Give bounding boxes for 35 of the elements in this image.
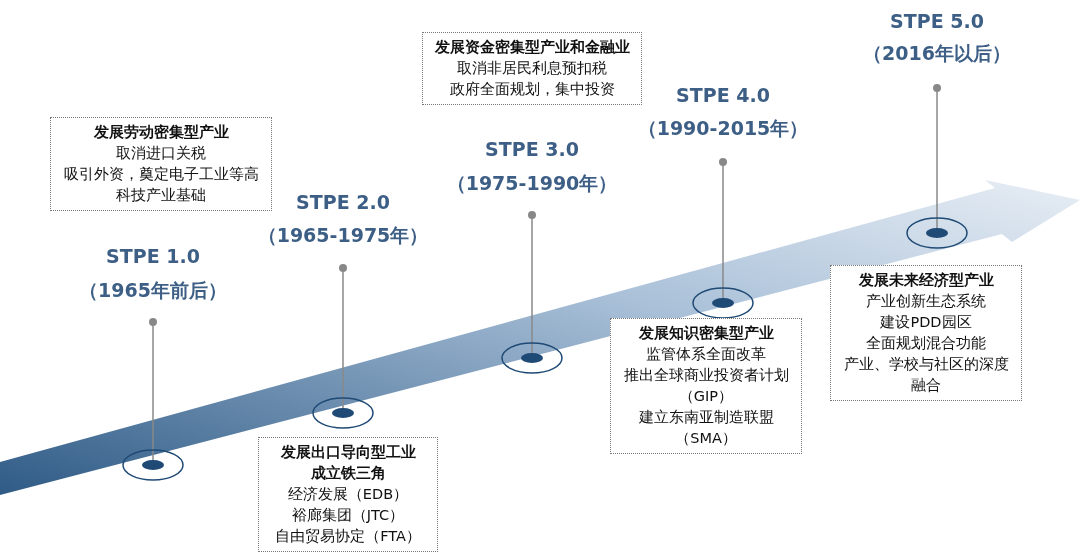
box-text: 政府全面规划，集中投资	[448, 80, 616, 99]
text-box	[830, 265, 1022, 401]
box-text: 吸引外资，奠定电子工业等高科技产业基础	[62, 165, 260, 205]
box-text: 产业、学校与社区的深度融合	[842, 355, 1010, 395]
box-text: 建设PDD园区	[879, 313, 973, 332]
box-heading: 发展知识密集型产业	[637, 324, 775, 343]
text-box	[422, 32, 642, 105]
stage-period: （2016年以后）	[863, 41, 1011, 66]
stage-title: STPE 3.0	[485, 138, 579, 160]
box-heading: 发展资金密集型产业和金融业	[433, 38, 631, 57]
text-box	[610, 318, 802, 454]
text-box	[258, 437, 438, 552]
stage-period: （1965年前后）	[79, 278, 227, 303]
stage-period: （1965-1975年）	[257, 223, 429, 248]
stage-title: STPE 4.0	[676, 84, 770, 106]
box-text: 建立东南亚制造联盟（SMA）	[637, 408, 775, 448]
stage-title: STPE 1.0	[106, 245, 200, 267]
box-heading: 发展出口导向型工业	[279, 443, 417, 462]
box-text: 经济发展（EDB）	[286, 485, 410, 504]
stage-period: （1975-1990年）	[446, 171, 618, 196]
box-heading: 发展劳动密集型产业	[92, 123, 230, 142]
box-text: 裕廊集团（JTC）	[290, 506, 406, 525]
box-heading: 发展未来经济型产业	[857, 271, 995, 290]
box-heading: 成立铁三角	[309, 464, 387, 483]
stage-title: STPE 5.0	[890, 10, 984, 32]
box-text: 产业创新生态系统	[865, 292, 987, 311]
box-text: 全面规划混合功能	[865, 334, 987, 353]
box-text: 取消非居民利息预扣税	[456, 59, 608, 78]
stage-title: STPE 2.0	[296, 191, 390, 213]
text-box	[50, 117, 272, 211]
box-text: 自由贸易协定（FTA）	[274, 527, 422, 546]
box-text: 取消进口关税	[115, 144, 207, 163]
stage-period: （1990-2015年）	[637, 116, 809, 141]
box-text: 监管体系全面改革	[645, 345, 767, 364]
box-text: 推出全球商业投资者计划（GIP）	[622, 366, 790, 406]
